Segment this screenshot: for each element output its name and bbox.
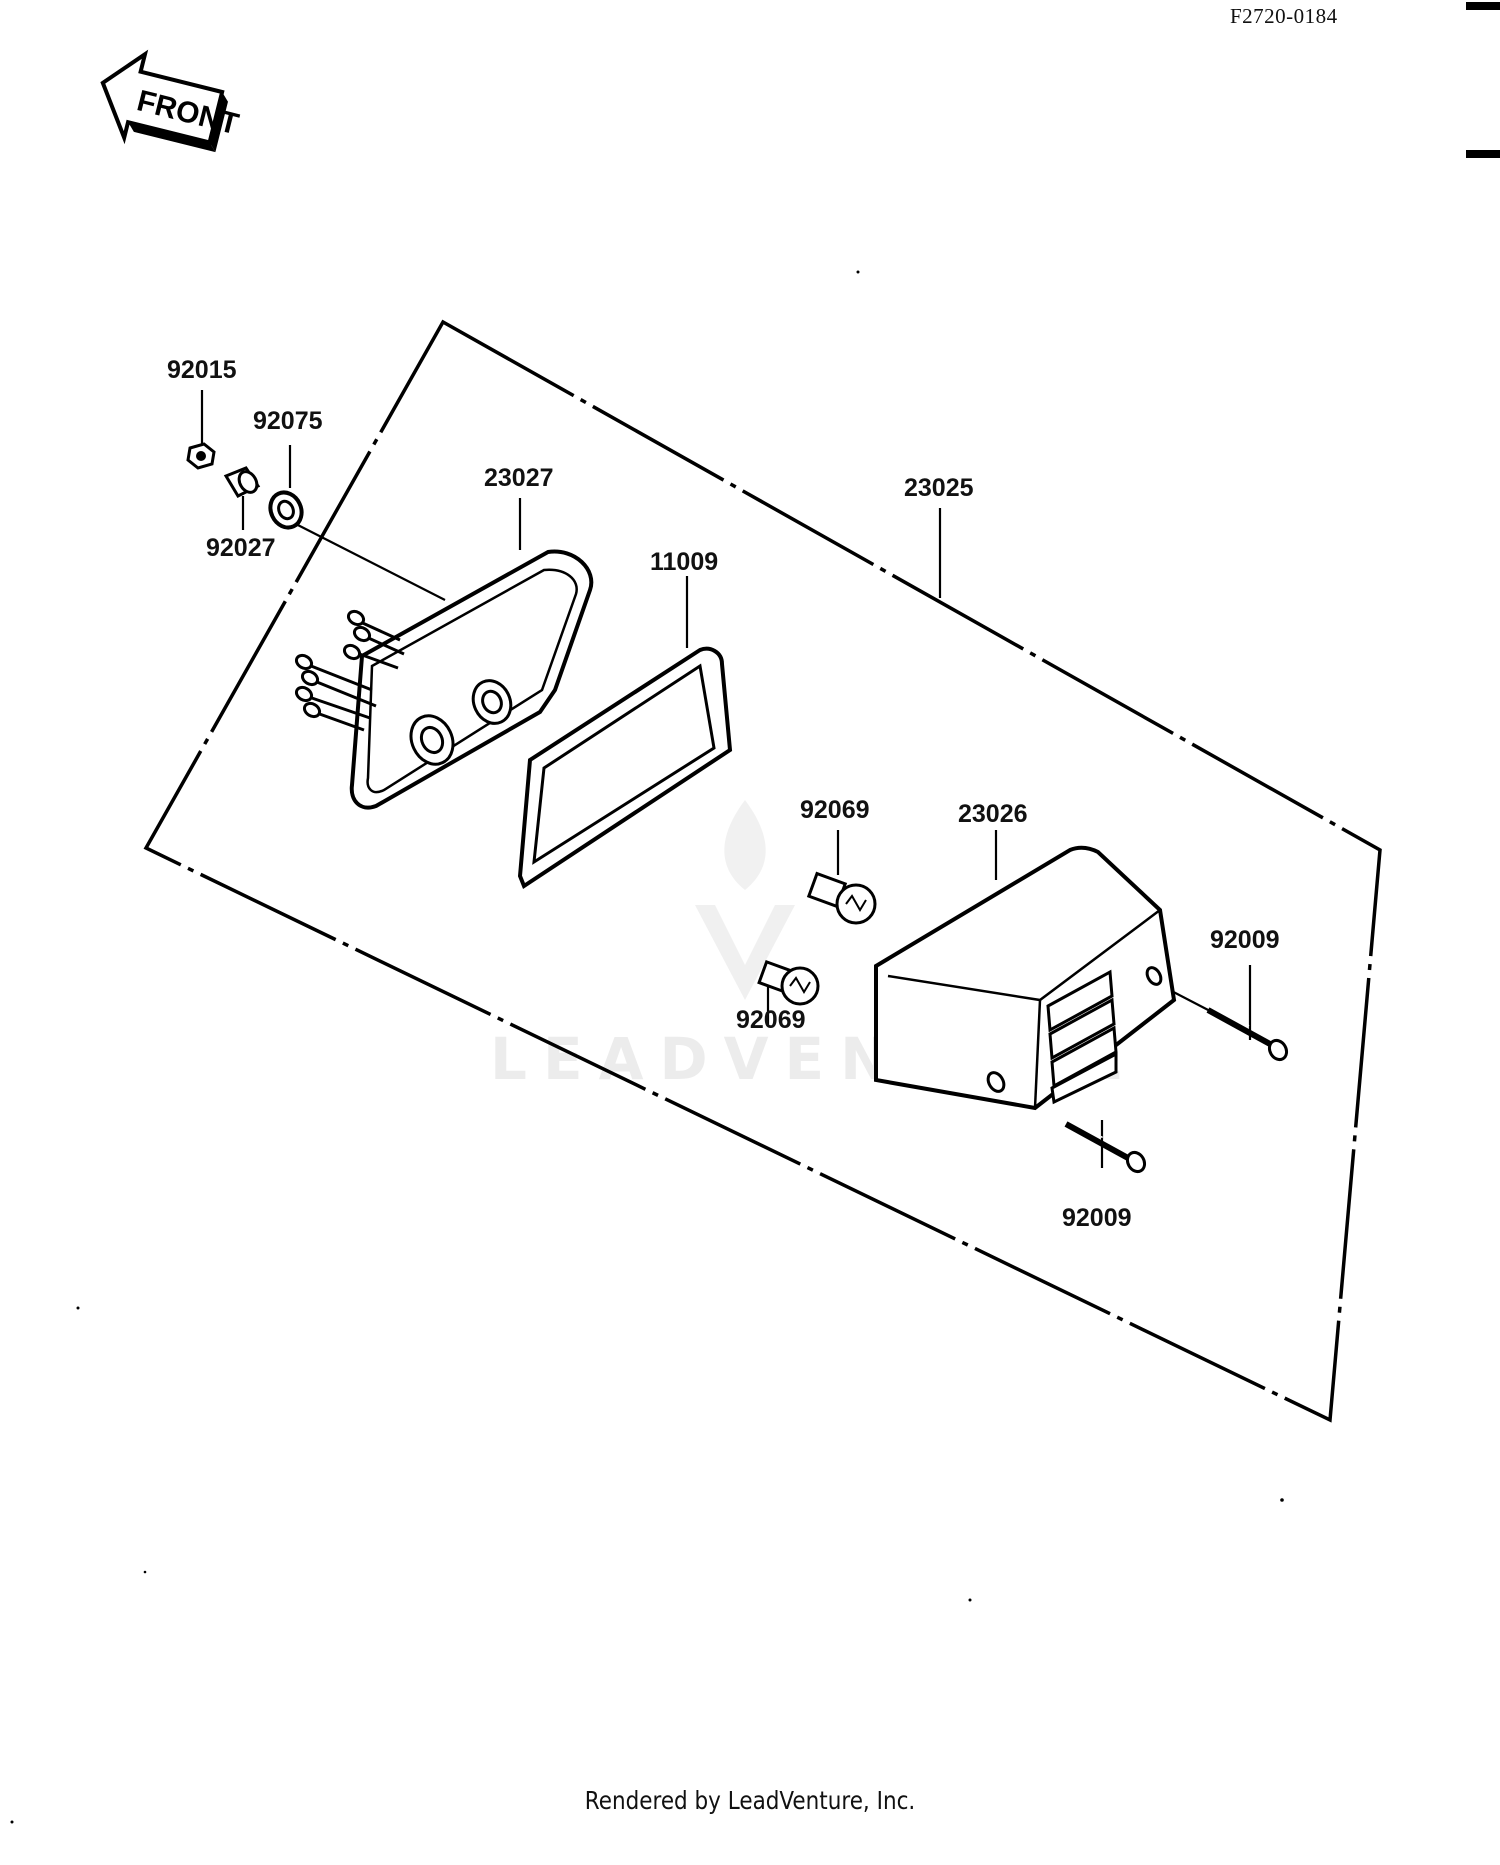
lens-23026-icon: [874, 845, 1177, 1111]
callout-23027: 23027: [484, 464, 554, 492]
watermark-logo-icon: [695, 800, 795, 1000]
callout-92069-lower: 92069: [736, 1006, 806, 1034]
screw-92009-lower-icon: [1064, 1119, 1147, 1174]
callout-11009: 11009: [650, 548, 718, 576]
footer-credit: Rendered by LeadVenture, Inc.: [584, 1786, 916, 1815]
bulb-92069-lower-icon: [757, 959, 820, 1006]
assembly-boundary-outline: [143, 319, 1382, 1423]
front-arrow-icon: FRONT: [100, 49, 242, 153]
scan-specks: [10, 270, 1284, 1824]
grommet-92075-icon: [268, 490, 304, 530]
callout-92015: 92015: [167, 356, 237, 384]
bulb-92069-upper-icon: [806, 871, 877, 925]
collar-92027-icon: [223, 466, 261, 498]
callout-23026: 23026: [958, 800, 1028, 828]
nut-92015-icon: [186, 442, 216, 470]
edge-registration-mark-mid: [1466, 150, 1500, 158]
callout-92009-right: 92009: [1210, 926, 1280, 954]
callout-92069-upper: 92069: [800, 796, 870, 824]
screw-92009-right-icon: [1206, 1005, 1289, 1062]
gasket-11009-icon: [517, 646, 733, 890]
callout-92027: 92027: [206, 534, 276, 562]
callout-23025: 23025: [904, 474, 974, 502]
callout-92075: 92075: [253, 407, 323, 435]
lamp-base-23027-icon: [294, 549, 594, 810]
edge-registration-mark-top: [1466, 2, 1500, 10]
diagram-reference-code: F2720-0184: [1230, 4, 1338, 28]
callout-92009-lower: 92009: [1062, 1204, 1132, 1232]
